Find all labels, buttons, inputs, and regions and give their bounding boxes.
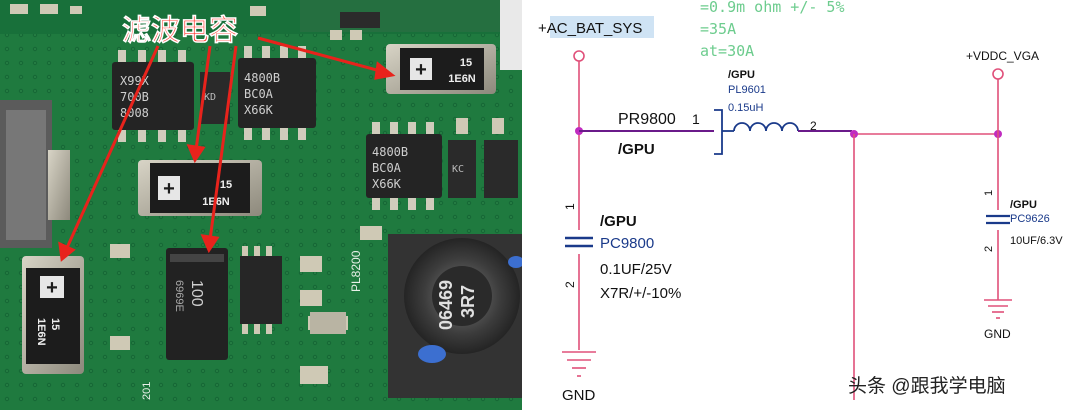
gnd-left-symbol	[562, 351, 596, 377]
filter-cap-mid: + 15 1E6N	[138, 160, 262, 216]
pc9626-capacitor-symbol	[986, 210, 1010, 230]
ic-mid-top-line3: X66K	[244, 103, 274, 117]
gnd-right-symbol	[984, 299, 1012, 319]
ic-mid-top: 4800B BC0A X66K	[238, 46, 316, 140]
pc9800-tolerance: X7R/+/-10%	[600, 285, 681, 302]
ic-mid-right-line1: 4800B	[372, 145, 408, 159]
svg-text:+: +	[163, 178, 175, 200]
pl9601-pin2: 2	[810, 119, 817, 133]
pl9601-inductor-symbol	[714, 109, 852, 155]
svg-text:KC: KC	[452, 164, 464, 175]
input-terminal	[573, 50, 585, 62]
ic-mid-right-line3: X66K	[372, 177, 402, 191]
pc9626-ref: PC9626	[1010, 213, 1050, 225]
pl9601-value: 0.15uH	[728, 102, 764, 114]
inductor-left	[0, 100, 70, 248]
cap-mid-code1: 15	[220, 179, 232, 191]
pc9800-value: 0.1UF/25V	[600, 261, 672, 278]
svg-text:+: +	[415, 59, 427, 81]
inductor-coil-right: 3R7 06469	[388, 234, 522, 398]
cap-bottom-left-code1: 15	[49, 318, 61, 330]
watermark: 头条 @跟我学电脑	[848, 375, 1006, 397]
pl9601-group: /GPU	[728, 69, 755, 81]
inductor-marking-2: 06469	[436, 280, 456, 330]
schematic: =0.9m ohm +/- 5% =35A at=30A +AC_BAT_SYS…	[522, 0, 1079, 410]
cap-top-right-code1: 15	[460, 57, 472, 69]
pr9800-group: /GPU	[618, 141, 655, 158]
pc9626-pin1: 1	[983, 190, 995, 196]
pc9800-group: /GPU	[600, 213, 637, 230]
ic-left: X99X 700B 8008	[112, 50, 194, 142]
spec-line-3: at=30A	[700, 42, 754, 60]
gnd-right-label: GND	[984, 327, 1011, 341]
ic-mid-top-line2: BC0A	[244, 87, 274, 101]
filter-cap-top-right: + 15 1E6N	[386, 44, 496, 94]
pc9626-pin2: 2	[983, 246, 995, 252]
pc9626-value: 10UF/6.3V	[1010, 235, 1063, 247]
input-rail-highlight	[550, 16, 654, 38]
svg-text:KD: KD	[204, 92, 216, 103]
svg-text:+: +	[46, 277, 58, 299]
gnd-left-label: GND	[562, 387, 596, 404]
diode-sub-marking: 6969E	[173, 280, 185, 312]
filter-cap-bottom-left: + 15 1E6N	[22, 256, 84, 374]
pl9601-ref: PL9601	[728, 84, 766, 96]
cap-top-right-code2: 1E6N	[448, 73, 476, 85]
inductor-marking-1: 3R7	[458, 285, 478, 318]
spec-line-2: =35A	[700, 20, 736, 38]
pc9800-capacitor-symbol	[565, 230, 593, 254]
annotation-filter-caps-label: 滤波电容	[122, 13, 238, 47]
diode-marking: 100	[188, 280, 205, 307]
pc9800-pin2: 2	[563, 281, 577, 288]
silkscreen-pl8200: PL8200	[349, 250, 363, 292]
spec-line-1: =0.9m ohm +/- 5%	[700, 0, 845, 16]
pr9800-ref: PR9800	[618, 111, 676, 128]
pc9800-pin1: 1	[563, 203, 577, 210]
cap-bottom-left-code2: 1E6N	[35, 318, 47, 346]
silkscreen-201: 201	[141, 382, 153, 400]
ic-mid-top-line1: 4800B	[244, 71, 280, 85]
pr9800-pin1: 1	[692, 111, 700, 127]
smd-diode: 100 6969E	[166, 248, 228, 360]
pcb-photo: X99X 700B 8008 KD 4800B BC0A X66K	[0, 0, 522, 410]
pc9626-group: /GPU	[1010, 199, 1037, 211]
output-terminal	[992, 68, 1004, 80]
input-rail-label: +AC_BAT_SYS	[538, 20, 642, 37]
pc9800-ref: PC9800	[600, 235, 654, 252]
ic-mid-right: 4800B BC0A X66K	[366, 122, 442, 210]
annotation-arrows	[58, 36, 396, 262]
output-rail-label: +VDDC_VGA	[966, 49, 1039, 63]
ic-mid-right-line2: BC0A	[372, 161, 402, 175]
